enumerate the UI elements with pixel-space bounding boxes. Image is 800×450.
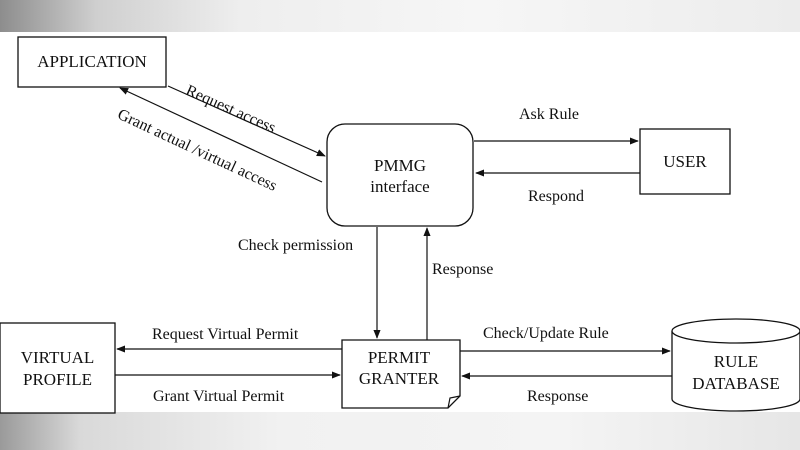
response-db-label: Response — [527, 388, 589, 405]
check-permission-label: Check permission — [238, 237, 354, 254]
permit-granter-fold — [447, 395, 461, 409]
permit-granter-line1: PERMIT — [367, 348, 431, 367]
virtual-profile-line1: VIRTUAL — [20, 348, 95, 367]
response-up-label: Response — [432, 261, 494, 278]
bottom-gray-band — [0, 412, 800, 450]
user-box — [639, 128, 731, 195]
respond-label: Respond — [528, 188, 584, 205]
application-box — [17, 36, 167, 88]
pmmg-label-line1: PMMG — [374, 156, 426, 175]
rule-database-line1: RULE — [713, 352, 759, 371]
pmmg-label-line2: interface — [370, 177, 430, 196]
request-access-arrow — [167, 85, 326, 157]
virtual-profile-line2: PROFILE — [23, 370, 92, 389]
rule-database-line2: DATABASE — [692, 374, 780, 393]
application-label: APPLICATION — [37, 52, 147, 71]
permit-granter-line2: GRANTER — [358, 369, 440, 388]
top-gray-band — [0, 0, 800, 32]
permit-granter-box — [341, 339, 461, 409]
virtual-profile-box — [0, 322, 116, 414]
request-virtual-permit-label: Request Virtual Permit — [152, 326, 299, 343]
grant-access-arrow — [119, 87, 323, 183]
grant-virtual-permit-label: Grant Virtual Permit — [153, 388, 285, 405]
pmmg-interface-box — [326, 123, 474, 227]
rule-database-cylinder — [671, 318, 800, 412]
check-update-rule-label: Check/Update Rule — [483, 325, 609, 342]
user-label: USER — [663, 152, 707, 171]
ask-rule-label: Ask Rule — [519, 106, 579, 123]
